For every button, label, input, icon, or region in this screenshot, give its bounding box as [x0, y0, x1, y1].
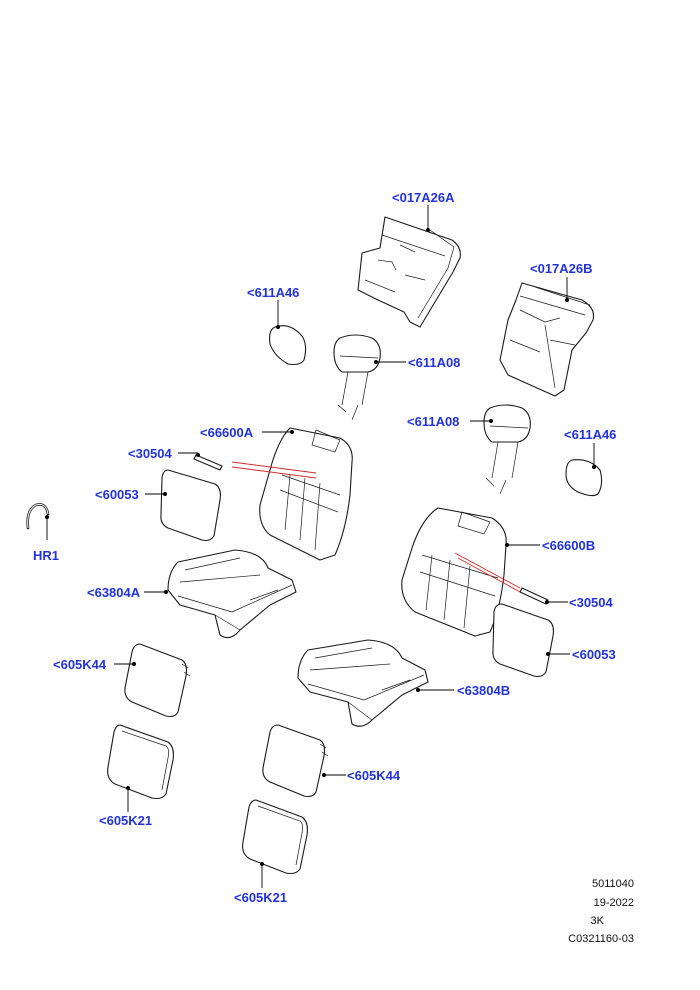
rod-right: [519, 587, 549, 605]
callout-60053-left[interactable]: <60053: [95, 487, 139, 502]
cushion-cover-a: [167, 549, 297, 639]
callout-HR1[interactable]: HR1: [33, 548, 59, 563]
callout-611A08-left[interactable]: <611A08: [408, 355, 460, 370]
heater-mat-left: [124, 643, 191, 718]
cushion-pad-left: [107, 724, 174, 800]
callout-30504-right[interactable]: <30504: [569, 595, 614, 610]
rod-left: [193, 454, 223, 471]
callout-66600A[interactable]: <66600A: [200, 425, 254, 440]
callout-30504-left[interactable]: <30504: [128, 446, 173, 461]
callout-63804B[interactable]: <63804B: [457, 683, 510, 698]
drawing-variant: 3K: [590, 915, 604, 927]
drawing-code: C0321160-03: [568, 933, 634, 945]
callout-60053-right[interactable]: <60053: [572, 647, 616, 662]
headrest-cover-left: [269, 325, 307, 366]
callout-017A26B[interactable]: <017A26B: [530, 261, 593, 276]
cushion-pad-right: [242, 799, 308, 875]
headrest-left: [333, 334, 381, 421]
heater-mat-right: [262, 724, 329, 798]
callout-63804A[interactable]: <63804A: [87, 585, 141, 600]
headrest-right: [483, 404, 531, 495]
headrest-cover-right: [565, 459, 603, 497]
backrest-cover-a: [259, 427, 353, 561]
cushion-cover-b: [297, 639, 429, 727]
callout-605K44-left[interactable]: <605K44: [53, 657, 107, 672]
callout-605K21-left[interactable]: <605K21: [99, 813, 152, 828]
callout-611A46-right[interactable]: <611A46: [564, 427, 616, 442]
callout-66600B[interactable]: <66600B: [542, 538, 595, 553]
callout-017A26A[interactable]: <017A26A: [392, 190, 455, 205]
callout-605K21-right[interactable]: <605K21: [234, 890, 287, 905]
callout-611A08-right[interactable]: <611A08: [407, 414, 459, 429]
backrest-back-panel-a: [357, 216, 461, 328]
pad-right: [492, 603, 554, 678]
backrest-back-panel-b: [499, 282, 595, 397]
callout-605K44-right[interactable]: <605K44: [347, 768, 401, 783]
hook-hr1: [26, 503, 50, 530]
backrest-cover-b: [401, 507, 507, 637]
drawing-number: 5011040: [591, 878, 634, 890]
drawing-year: 19-2022: [593, 897, 634, 909]
callout-611A46-left[interactable]: <611A46: [247, 285, 299, 300]
pad-left: [160, 469, 221, 542]
